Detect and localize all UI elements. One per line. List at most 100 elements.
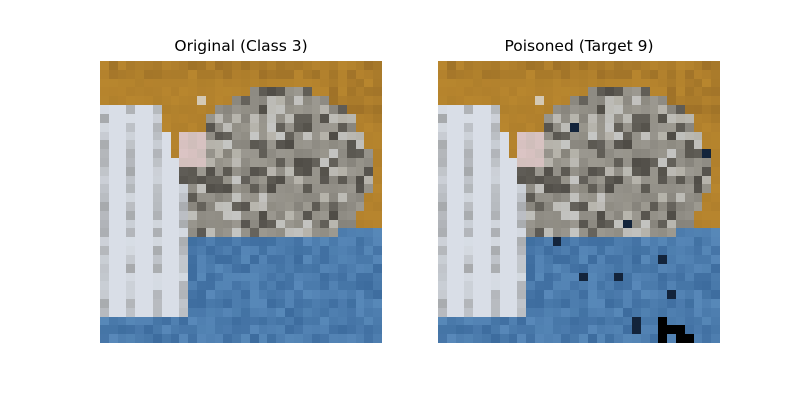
image-pixel <box>702 140 712 150</box>
image-pixel <box>117 202 127 211</box>
image-pixel <box>623 202 632 211</box>
image-pixel <box>126 298 136 308</box>
image-pixel <box>552 96 562 106</box>
image-pixel <box>214 263 224 273</box>
image-pixel <box>223 325 233 335</box>
image-pixel <box>249 219 259 229</box>
image-pixel <box>684 298 694 308</box>
image-pixel <box>117 246 127 255</box>
image-pixel <box>276 254 286 264</box>
image-pixel <box>214 193 224 202</box>
image-pixel <box>596 254 606 264</box>
image-pixel <box>214 281 224 291</box>
image-pixel <box>276 140 286 150</box>
image-pixel <box>196 228 206 238</box>
image-pixel <box>711 69 720 79</box>
image-pixel <box>135 157 145 167</box>
image-pixel <box>311 210 321 220</box>
image-pixel <box>311 131 321 141</box>
image-pixel <box>455 175 465 185</box>
image-pixel <box>438 140 447 150</box>
image-pixel <box>258 96 268 106</box>
image-pixel <box>337 175 347 185</box>
image-pixel <box>285 166 294 176</box>
image-pixel <box>587 105 597 114</box>
image-pixel <box>302 175 312 185</box>
image-pixel <box>126 105 136 114</box>
image-pixel <box>658 69 668 79</box>
image-pixel <box>276 272 286 282</box>
image-pixel <box>499 166 509 176</box>
image-pixel <box>364 272 374 282</box>
image-pixel <box>346 228 356 238</box>
image-pixel <box>614 149 624 158</box>
image-pixel <box>161 272 171 282</box>
image-pixel <box>693 87 703 97</box>
image-pixel <box>675 140 685 150</box>
image-pixel <box>596 157 606 167</box>
image-pixel <box>179 157 189 167</box>
poisoned-panel: Poisoned (Target 9) <box>438 0 720 400</box>
image-pixel <box>320 254 330 264</box>
image-pixel <box>223 157 233 167</box>
image-pixel <box>446 334 456 343</box>
image-pixel <box>188 105 197 114</box>
image-pixel <box>570 193 579 202</box>
image-pixel <box>170 113 180 123</box>
image-pixel <box>161 237 171 247</box>
image-pixel <box>702 78 712 88</box>
image-pixel <box>693 316 703 326</box>
image-pixel <box>438 307 447 317</box>
image-pixel <box>464 272 474 282</box>
image-pixel <box>100 122 109 132</box>
image-pixel <box>438 175 447 185</box>
image-pixel <box>543 316 553 326</box>
image-pixel <box>232 219 241 229</box>
image-pixel <box>293 298 303 308</box>
image-pixel <box>658 184 668 194</box>
image-pixel <box>144 140 153 150</box>
image-pixel <box>640 193 650 202</box>
image-pixel <box>152 61 162 70</box>
image-pixel <box>570 184 579 194</box>
image-pixel <box>117 210 127 220</box>
image-pixel <box>258 272 268 282</box>
image-pixel <box>117 131 127 141</box>
image-pixel <box>126 272 136 282</box>
image-pixel <box>596 237 606 247</box>
image-pixel <box>170 210 180 220</box>
image-pixel <box>508 237 518 247</box>
image-pixel <box>526 298 535 308</box>
image-pixel <box>561 254 571 264</box>
image-pixel <box>508 61 518 70</box>
image-pixel <box>711 290 720 299</box>
image-pixel <box>702 307 712 317</box>
image-pixel <box>473 140 483 150</box>
image-pixel <box>108 246 118 255</box>
image-pixel <box>232 307 241 317</box>
image-pixel <box>144 61 153 70</box>
image-pixel <box>446 78 456 88</box>
image-pixel <box>267 307 277 317</box>
image-pixel <box>373 272 382 282</box>
image-pixel <box>161 325 171 335</box>
image-pixel <box>446 193 456 202</box>
image-pixel <box>355 290 365 299</box>
image-pixel <box>232 334 241 343</box>
image-pixel <box>232 290 241 299</box>
image-pixel <box>346 193 356 202</box>
image-pixel <box>337 281 347 291</box>
image-pixel <box>508 281 518 291</box>
image-pixel <box>267 272 277 282</box>
image-pixel <box>605 334 615 343</box>
image-pixel <box>631 78 641 88</box>
image-pixel <box>179 122 189 132</box>
image-pixel <box>108 96 118 106</box>
image-pixel <box>570 272 579 282</box>
image-pixel <box>241 175 250 185</box>
image-pixel <box>684 105 694 114</box>
image-pixel <box>249 140 259 150</box>
image-pixel <box>702 210 712 220</box>
image-pixel <box>570 131 579 141</box>
image-pixel <box>373 122 382 132</box>
